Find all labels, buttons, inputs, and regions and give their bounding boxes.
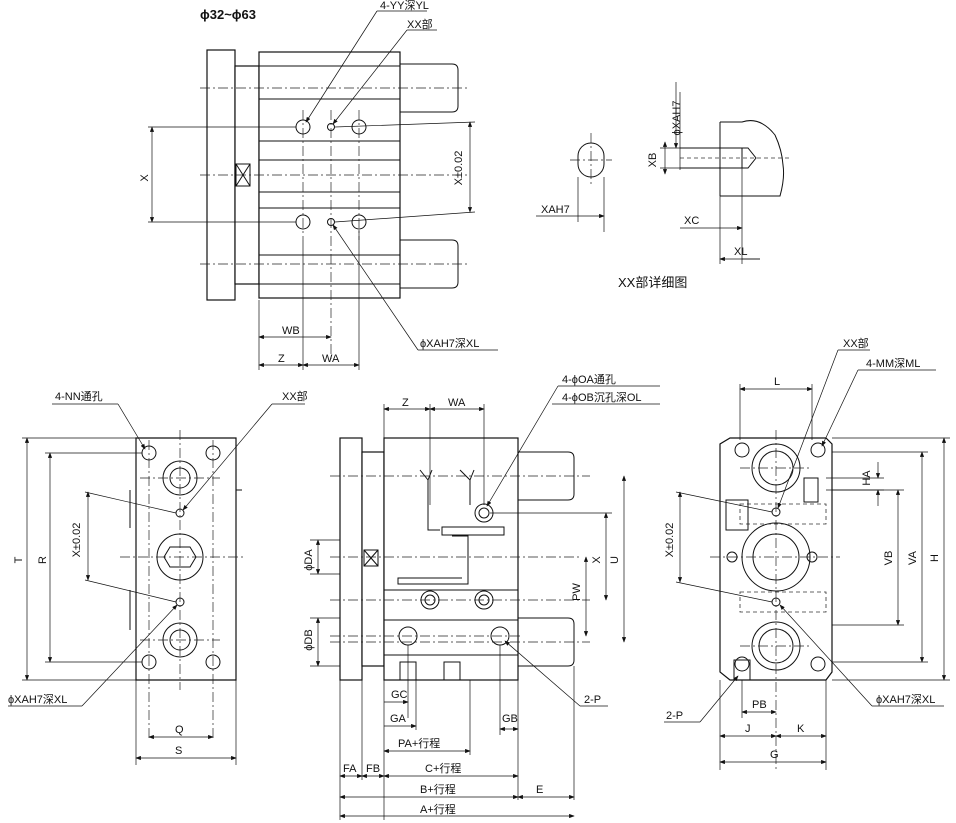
dim-xb: XB bbox=[647, 153, 659, 168]
xa-depth-label-top: ϕXAH7深XL bbox=[420, 337, 479, 350]
yy-depth-label: 4-YY深YL bbox=[380, 0, 429, 12]
dim-fa: FA bbox=[343, 763, 357, 775]
title-range: ϕ32~ϕ63 bbox=[200, 7, 256, 22]
xx-part-label-left: XX部 bbox=[282, 389, 308, 403]
dim-g: G bbox=[770, 749, 779, 761]
dim-k: K bbox=[797, 723, 805, 735]
dim-c-stroke: C+行程 bbox=[425, 762, 461, 775]
dim-wa-top: WA bbox=[322, 353, 340, 365]
rear-view-right: L XX部 4-MM深ML ϕXAH7深XL 2-P HA VB VA H bbox=[664, 336, 950, 770]
two-p-label-mid: 2-P bbox=[584, 694, 601, 706]
top-view: ϕ32~ϕ63 X bbox=[139, 0, 498, 370]
dim-q: Q bbox=[175, 724, 184, 736]
dim-pw: PW bbox=[571, 583, 583, 601]
dim-wa-mid: WA bbox=[448, 397, 466, 409]
dim-wb: WB bbox=[282, 325, 300, 337]
ob-counter-label: 4-ϕOB沉孔深OL bbox=[562, 391, 642, 404]
dim-t: T bbox=[13, 556, 25, 563]
mm-depth-label: 4-MM深ML bbox=[866, 357, 920, 370]
dim-r: R bbox=[37, 556, 49, 564]
dim-x-tol: X±0.02 bbox=[453, 151, 465, 186]
dim-a-stroke: A+行程 bbox=[420, 803, 456, 816]
dim-xa-phi: ϕXAH7 bbox=[671, 101, 683, 136]
two-p-label-right: 2-P bbox=[666, 710, 683, 722]
dim-z-top: Z bbox=[278, 353, 285, 365]
dim-gc: GC bbox=[391, 689, 408, 701]
dim-b-stroke: B+行程 bbox=[420, 783, 456, 796]
xa-depth-label-right: ϕXAH7深XL bbox=[876, 693, 935, 706]
dim-ha: HA bbox=[861, 470, 873, 486]
side-view-middle: Z WA 4-ϕOA通孔 4-ϕOB沉孔深OL ϕDA ϕDB X PW U G… bbox=[303, 373, 660, 820]
dim-va: VA bbox=[907, 550, 919, 565]
dim-xc: XC bbox=[684, 215, 699, 227]
xa-depth-label-left: ϕXAH7深XL bbox=[8, 693, 67, 706]
dim-e: E bbox=[536, 784, 543, 796]
dim-x: X bbox=[139, 174, 151, 182]
front-view-left: T R X±0.02 Q S 4-NN通孔 XX部 ϕXAH7深XL bbox=[8, 389, 308, 765]
dim-gb: GB bbox=[502, 713, 518, 725]
dim-s: S bbox=[175, 745, 182, 757]
dim-z-mid: Z bbox=[402, 397, 409, 409]
nn-through-label: 4-NN通孔 bbox=[55, 390, 103, 403]
dim-u: U bbox=[609, 556, 621, 564]
dim-h: H bbox=[929, 554, 941, 562]
dim-xa-detail: XAH7 bbox=[541, 204, 570, 216]
dim-l: L bbox=[774, 376, 780, 388]
dim-da: ϕDA bbox=[303, 549, 315, 571]
dim-vb: VB bbox=[883, 551, 895, 566]
dim-pa-stroke: PA+行程 bbox=[398, 737, 440, 750]
detail-caption: XX部详细图 bbox=[618, 275, 687, 290]
dim-fb: FB bbox=[366, 763, 380, 775]
dim-j: J bbox=[745, 723, 751, 735]
dim-x-tol-left: X±0.02 bbox=[71, 523, 83, 558]
oa-through-label: 4-ϕOA通孔 bbox=[562, 373, 616, 386]
dim-ga: GA bbox=[390, 713, 407, 725]
dim-x-mid: X bbox=[591, 556, 603, 564]
dim-xl: XL bbox=[734, 246, 747, 258]
dim-pb: PB bbox=[752, 699, 767, 711]
dim-x-tol-right: X±0.02 bbox=[664, 523, 676, 558]
xx-detail: XAH7 XB ϕXAH7 XC XL XX部详细图 bbox=[536, 82, 790, 290]
dim-db: ϕDB bbox=[303, 629, 315, 650]
xx-part-label-right: XX部 bbox=[843, 336, 869, 350]
xx-part-label-top: XX部 bbox=[407, 17, 433, 31]
